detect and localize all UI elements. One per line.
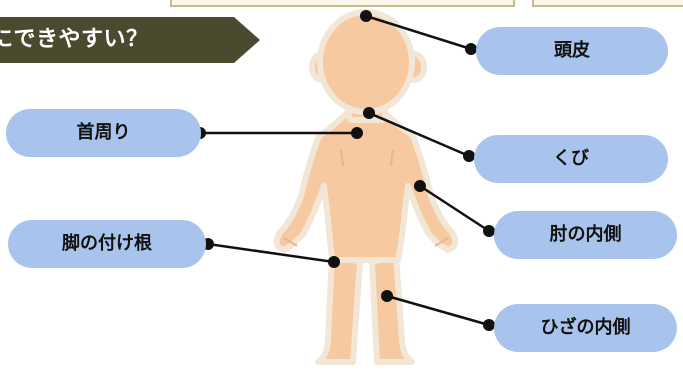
scalp-label-dot xyxy=(465,43,477,55)
pointer-lines xyxy=(198,14,491,327)
label-knee-inner: ひざの内側 xyxy=(494,304,677,352)
label-scalp: 頭皮 xyxy=(476,27,668,75)
neck-label-dot xyxy=(463,150,475,162)
title-banner: にできやすい？ xyxy=(0,17,260,63)
label-neck-around: 首周り xyxy=(6,109,201,157)
label-elbow-inner: 肘の内側 xyxy=(494,211,677,259)
label-neck: くび xyxy=(474,135,668,183)
elbow-point xyxy=(414,180,426,192)
top-tab-left xyxy=(170,0,515,7)
top-tab-right xyxy=(532,0,683,7)
neck-point xyxy=(363,107,375,119)
body-illustration xyxy=(273,9,459,365)
knee-point xyxy=(381,290,393,302)
knee-label-dot xyxy=(483,319,495,331)
label-groin: 脚の付け根 xyxy=(8,220,206,268)
elbow-label-dot xyxy=(483,225,495,237)
neck-around-point xyxy=(351,127,363,139)
scalp-point xyxy=(360,10,372,22)
banner-text: にできやすい？ xyxy=(0,27,149,52)
body-details xyxy=(283,149,449,247)
groin-point xyxy=(328,256,340,268)
